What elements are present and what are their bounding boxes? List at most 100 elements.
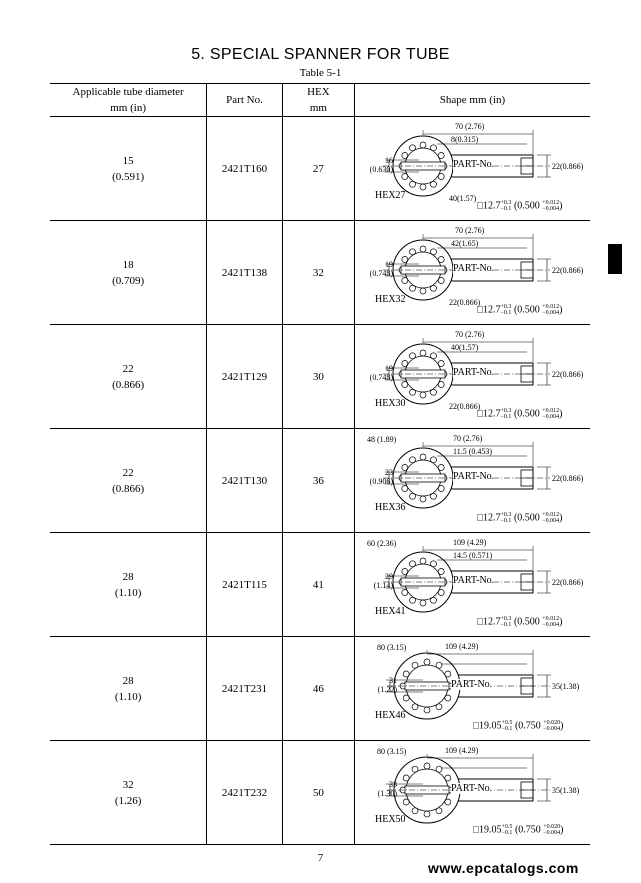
header-part-no: Part No. bbox=[206, 83, 283, 117]
part-no-label: PART-No. bbox=[451, 679, 493, 690]
spanner-drawing bbox=[383, 338, 551, 405]
dim-inner: 42(1.65) bbox=[451, 239, 479, 248]
dim-left: 16(0.630) bbox=[369, 156, 393, 174]
dim-right: 35(1.38) bbox=[552, 682, 580, 691]
hex-cell: 50 bbox=[281, 740, 355, 845]
dim-inner: 11.5 (0.453) bbox=[453, 447, 493, 456]
dim-right: 22(0.866) bbox=[552, 266, 584, 275]
dim-right: 22(0.866) bbox=[552, 162, 584, 171]
spanner-drawing bbox=[383, 442, 551, 509]
dim-bottom: 22(0.866) bbox=[449, 402, 481, 411]
dim-outer: 60 (2.36) bbox=[367, 539, 397, 548]
tube-diameter-cell: 32(1.26) bbox=[50, 740, 207, 845]
hex-label: HEX32 bbox=[375, 294, 406, 305]
dim-top: 109 (4.29) bbox=[445, 746, 479, 755]
dim-right: 22(0.866) bbox=[552, 370, 584, 379]
header-shape: Shape mm (in) bbox=[354, 83, 590, 117]
shape-cell: 80 (3.15) 109 (4.29) 31(1.22) 35(1.38) P… bbox=[354, 636, 590, 741]
square-drive-tolerance: □19.05+0.5−0.1 (0.750 +0.020−0.004) bbox=[473, 720, 564, 732]
part-no-label: PART-No. bbox=[451, 783, 493, 794]
dim-left: 19(0.748) bbox=[369, 260, 393, 278]
dim-outer: 80 (3.15) bbox=[377, 747, 407, 756]
dim-left: 23(0.906) bbox=[369, 468, 393, 486]
dim-right: 22(0.866) bbox=[552, 474, 584, 483]
part-no-cell: 2421T160 bbox=[206, 116, 283, 221]
part-no-cell: 2421T115 bbox=[206, 532, 283, 637]
dim-top: 109 (4.29) bbox=[445, 642, 479, 651]
part-no-label: PART-No. bbox=[453, 263, 495, 274]
dim-outer: 48 (1.89) bbox=[367, 435, 397, 444]
hex-label: HEX50 bbox=[375, 814, 406, 825]
hex-cell: 32 bbox=[281, 220, 355, 325]
watermark-url: www.epcatalogs.com bbox=[428, 860, 579, 876]
square-drive-tolerance: □12.7+0.3−0.1 (0.500 +0.012−0.004) bbox=[477, 512, 563, 524]
spanner-drawing bbox=[383, 234, 551, 301]
hex-cell: 36 bbox=[281, 428, 355, 533]
hex-label: HEX46 bbox=[375, 710, 406, 721]
square-drive-tolerance: □12.7+0.3−0.1 (0.500 +0.012−0.004) bbox=[477, 408, 563, 420]
page-title: 5. SPECIAL SPANNER FOR TUBE bbox=[191, 46, 450, 63]
part-no-cell: 2421T130 bbox=[206, 428, 283, 533]
hex-cell: 30 bbox=[281, 324, 355, 429]
shape-cell: 70 (2.76) 8(0.315) 16(0.630) 40(1.57) 22… bbox=[354, 116, 590, 221]
part-no-label: PART-No. bbox=[453, 471, 495, 482]
table-row: 18(0.709) 2421T138 32 70 (2.76) 42(1.65) bbox=[50, 220, 590, 325]
dim-inner: 8(0.315) bbox=[451, 135, 479, 144]
tube-diameter-cell: 18(0.709) bbox=[50, 220, 207, 325]
tube-diameter-cell: 22(0.866) bbox=[50, 428, 207, 533]
hex-cell: 27 bbox=[281, 116, 355, 221]
dim-top: 70 (2.76) bbox=[453, 434, 483, 443]
table-row: 22(0.866) 2421T130 36 48 (1.89) 70 (2.76… bbox=[50, 428, 590, 533]
dim-inner: 40(1.57) bbox=[451, 343, 479, 352]
shape-cell: 70 (2.76) 42(1.65) 19(0.748) 22(0.866) 2… bbox=[354, 220, 590, 325]
dim-right: 22(0.866) bbox=[552, 578, 584, 587]
square-drive-tolerance: □12.7+0.3−0.1 (0.500 +0.012−0.004) bbox=[477, 304, 563, 316]
dim-left: 19(0.748) bbox=[369, 364, 393, 382]
dim-top: 109 (4.29) bbox=[453, 538, 487, 547]
dim-right: 35(1.38) bbox=[552, 786, 580, 795]
tube-diameter-cell: 15(0.591) bbox=[50, 116, 207, 221]
dim-top: 70 (2.76) bbox=[455, 122, 485, 131]
table-row: 28(1.10) 2421T231 46 80 (3.15) 109 (4.29… bbox=[50, 636, 590, 741]
part-no-cell: 2421T232 bbox=[206, 740, 283, 845]
spanner-drawing bbox=[383, 546, 551, 613]
square-drive-tolerance: □12.7+0.3−0.1 (0.500 +0.012−0.004) bbox=[477, 616, 563, 628]
part-no-cell: 2421T231 bbox=[206, 636, 283, 741]
dim-left: 29(1.14) bbox=[373, 572, 393, 590]
section-thumb-tab bbox=[608, 244, 622, 274]
tube-diameter-cell: 22(0.866) bbox=[50, 324, 207, 429]
hex-cell: 41 bbox=[281, 532, 355, 637]
part-no-label: PART-No. bbox=[453, 575, 495, 586]
dim-top: 70 (2.76) bbox=[455, 226, 485, 235]
hex-label: HEX30 bbox=[375, 398, 406, 409]
hex-label: HEX41 bbox=[375, 606, 406, 617]
table-row: 32(1.26) 2421T232 50 80 (3.15) 109 (4.29… bbox=[50, 740, 590, 845]
hex-cell: 46 bbox=[281, 636, 355, 741]
dim-inner: 14.5 (0.571) bbox=[453, 551, 493, 560]
dim-left: 31(1.22) bbox=[377, 676, 397, 694]
tube-diameter-cell: 28(1.10) bbox=[50, 636, 207, 741]
part-no-cell: 2421T138 bbox=[206, 220, 283, 325]
table-caption: Table 5-1 bbox=[299, 67, 342, 79]
part-no-label: PART-No. bbox=[453, 159, 495, 170]
table-row: 15(0.591) 2421T160 27 70 (2.76) 8(0.315) bbox=[50, 116, 590, 221]
dim-bottom: 22(0.866) bbox=[449, 298, 481, 307]
shape-cell: 60 (2.36) 109 (4.29) 14.5 (0.571) 29(1.1… bbox=[354, 532, 590, 637]
dim-outer: 80 (3.15) bbox=[377, 643, 407, 652]
spanner-drawing bbox=[383, 130, 551, 197]
dim-left: 33(1.30) bbox=[377, 780, 397, 798]
shape-cell: 70 (2.76) 40(1.57) 19(0.748) 22(0.866) 2… bbox=[354, 324, 590, 429]
dim-top: 70 (2.76) bbox=[455, 330, 485, 339]
hex-label: HEX36 bbox=[375, 502, 406, 513]
shape-cell: 80 (3.15) 109 (4.29) 33(1.30) 35(1.38) P… bbox=[354, 740, 590, 845]
shape-cell: 48 (1.89) 70 (2.76) 11.5 (0.453) 23(0.90… bbox=[354, 428, 590, 533]
table-row: 22(0.866) 2421T129 30 70 (2.76) 40(1.57) bbox=[50, 324, 590, 429]
page-number: 7 bbox=[317, 852, 324, 864]
table-row: 28(1.10) 2421T115 41 60 (2.36) 109 (4.29… bbox=[50, 532, 590, 637]
square-drive-tolerance: □19.05+0.5−0.1 (0.750 +0.020−0.004) bbox=[473, 824, 564, 836]
tube-diameter-cell: 28(1.10) bbox=[50, 532, 207, 637]
